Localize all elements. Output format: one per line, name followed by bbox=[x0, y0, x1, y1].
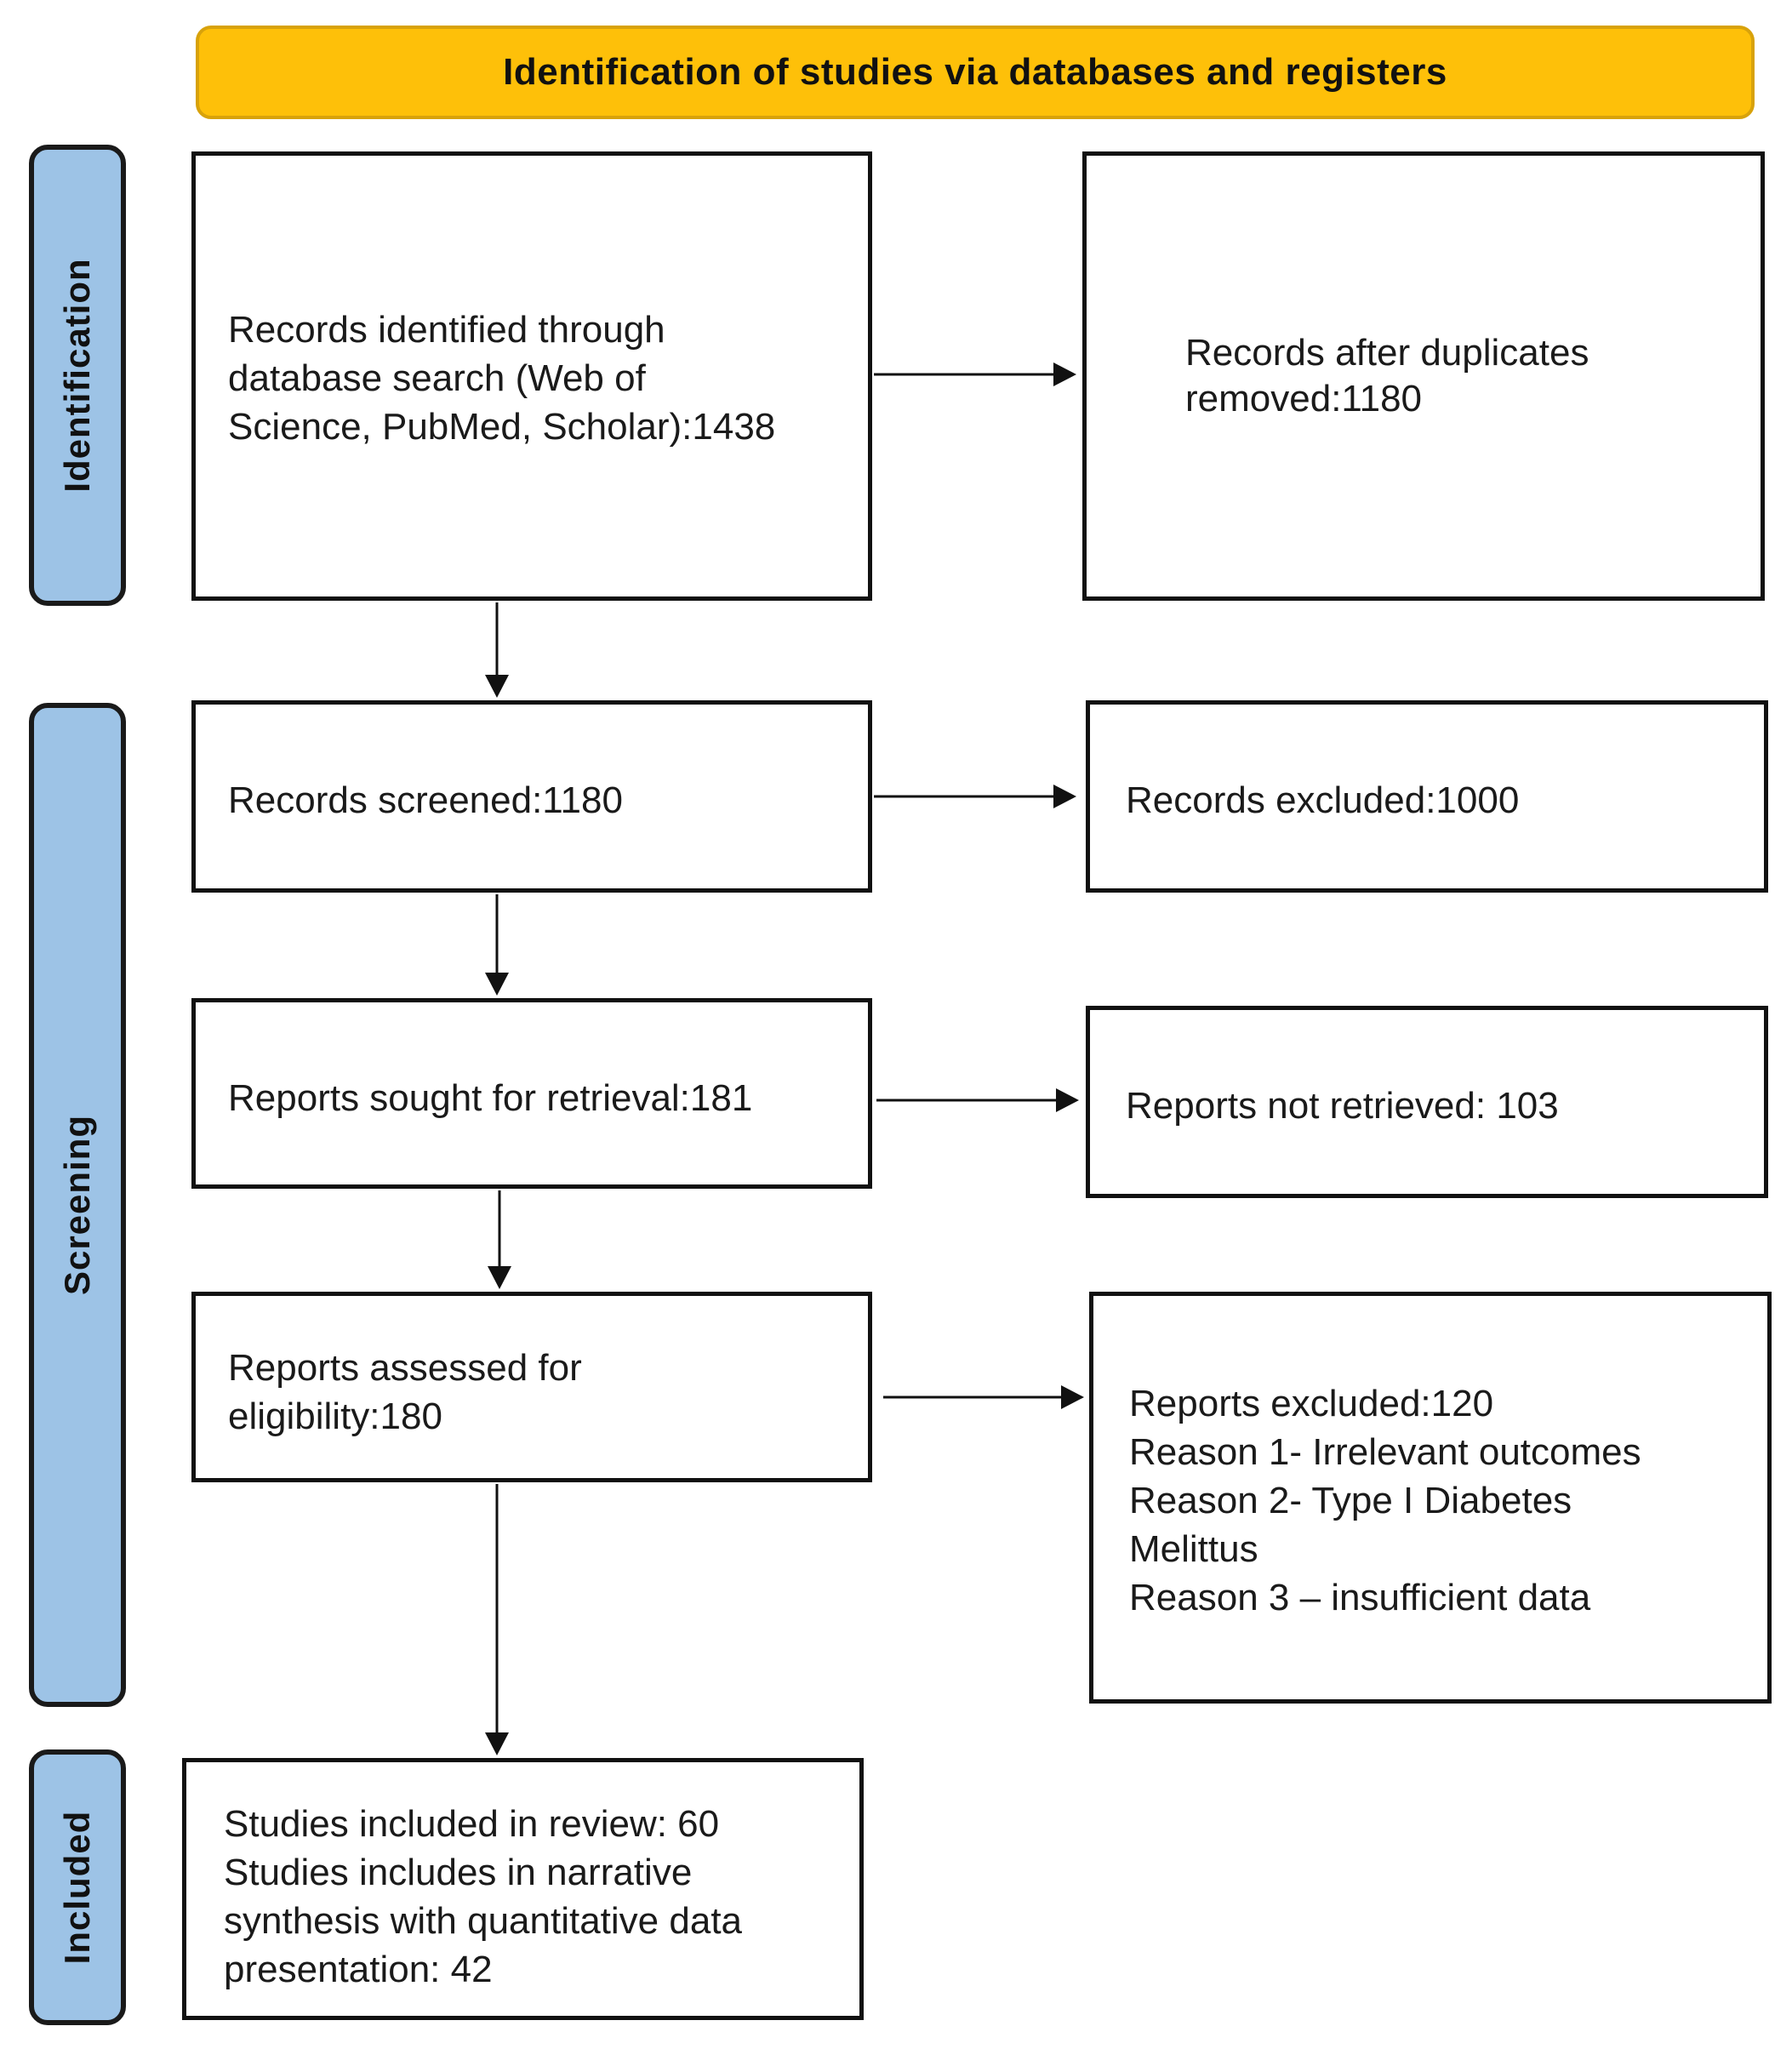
reports-not-retrieved-box: Reports not retrieved: 103 bbox=[1086, 1006, 1768, 1198]
reports-sought-box: Reports sought for retrieval:181 bbox=[191, 998, 872, 1189]
records-excluded-box: Records excluded:1000 bbox=[1086, 700, 1768, 893]
duplicates-removed-box: Records after duplicates removed:1180 bbox=[1082, 151, 1765, 601]
records-excluded-text: Records excluded:1000 bbox=[1126, 779, 1520, 821]
reports-sought-text: Reports sought for retrieval:181 bbox=[228, 1077, 753, 1119]
arrowhead-to-reports-excluded bbox=[1061, 1385, 1084, 1409]
reports-not-retrieved-text: Reports not retrieved: 103 bbox=[1126, 1085, 1559, 1127]
arrowhead-to-included bbox=[485, 1732, 509, 1755]
arrowhead-to-screened bbox=[485, 675, 509, 698]
arrowhead-to-duplicates bbox=[1053, 362, 1076, 386]
phase-included: Included bbox=[29, 1749, 126, 2025]
records-screened-box: Records screened:1180 bbox=[191, 700, 872, 893]
studies-included-box: Studies included in review: 60 Studies i… bbox=[182, 1758, 864, 2020]
phase-screening: Screening bbox=[29, 703, 126, 1707]
phase-identification: Identification bbox=[29, 145, 126, 606]
arrowhead-to-not-retrieved bbox=[1056, 1088, 1079, 1112]
duplicates-removed-text: Records after duplicates removed:1180 bbox=[1185, 332, 1589, 420]
header-banner: Identification of studies via databases … bbox=[196, 26, 1755, 119]
reports-excluded-box: Reports excluded:120 Reason 1- Irrelevan… bbox=[1089, 1292, 1772, 1704]
arrowhead-to-records-excluded bbox=[1053, 785, 1076, 808]
arrowhead-to-assessed bbox=[488, 1266, 511, 1289]
records-identified-box: Records identified through database sear… bbox=[191, 151, 872, 601]
header-title: Identification of studies via databases … bbox=[503, 51, 1447, 93]
records-identified-text: Records identified through database sear… bbox=[228, 309, 776, 448]
reports-excluded-text: Reports excluded:120 Reason 1- Irrelevan… bbox=[1129, 1383, 1641, 1618]
reports-assessed-box: Reports assessed for eligibility:180 bbox=[191, 1292, 872, 1482]
studies-included-text: Studies included in review: 60 Studies i… bbox=[224, 1803, 743, 1990]
arrowhead-to-sought bbox=[485, 973, 509, 996]
records-screened-text: Records screened:1180 bbox=[228, 779, 623, 821]
reports-assessed-text: Reports assessed for eligibility:180 bbox=[228, 1347, 582, 1437]
